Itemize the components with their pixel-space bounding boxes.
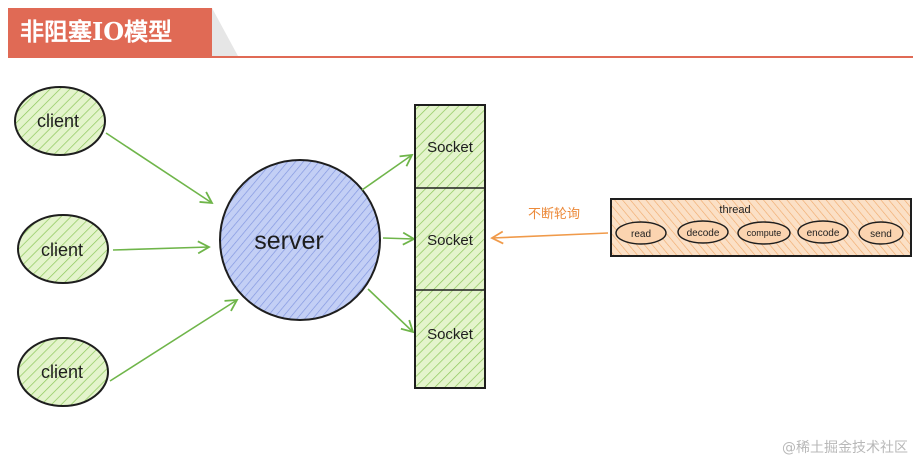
thread-box: thread read decode compute encode send — [610, 198, 912, 257]
server-to-socket-arrow — [382, 231, 416, 246]
socket-label: Socket — [427, 326, 474, 343]
client-to-server-arrow — [109, 298, 239, 382]
socket-stack: Socket Socket Socket — [414, 104, 486, 389]
thread-label: thread — [719, 204, 750, 216]
server-label: server — [254, 227, 323, 255]
client-node-3: client — [17, 337, 109, 407]
thread-step-decode: decode — [677, 220, 729, 244]
thread-step-label: encode — [807, 228, 840, 239]
server-to-socket-arrow — [367, 288, 415, 334]
thread-step-label: compute — [747, 228, 782, 238]
title-fold-decoration — [212, 8, 238, 56]
thread-step-label: decode — [687, 228, 720, 239]
title-bar: 非阻塞IO模型 — [8, 8, 913, 58]
thread-step-label: send — [870, 229, 892, 240]
polling-arrow — [490, 230, 609, 245]
thread-step-send: send — [858, 221, 904, 245]
title-underline — [8, 56, 913, 58]
client-label: client — [41, 240, 83, 260]
client-label: client — [37, 111, 79, 131]
client-to-server-arrow — [112, 240, 211, 255]
thread-step-label: read — [631, 229, 651, 240]
client-to-server-arrow — [105, 132, 214, 205]
client-label: client — [41, 362, 83, 382]
thread-step-encode: encode — [797, 220, 849, 244]
client-node-2: client — [17, 214, 109, 284]
client-node-1: client — [14, 86, 106, 156]
page-title: 非阻塞IO模型 — [8, 8, 212, 56]
server-node: server — [219, 159, 381, 321]
socket-label: Socket — [427, 232, 474, 249]
polling-label: 不断轮询 — [528, 207, 580, 222]
thread-step-compute: compute — [737, 221, 791, 245]
thread-step-read: read — [615, 221, 667, 245]
server-to-socket-arrow — [361, 153, 414, 191]
socket-label: Socket — [427, 139, 474, 156]
watermark: @稀土掘金技术社区 — [782, 440, 908, 456]
